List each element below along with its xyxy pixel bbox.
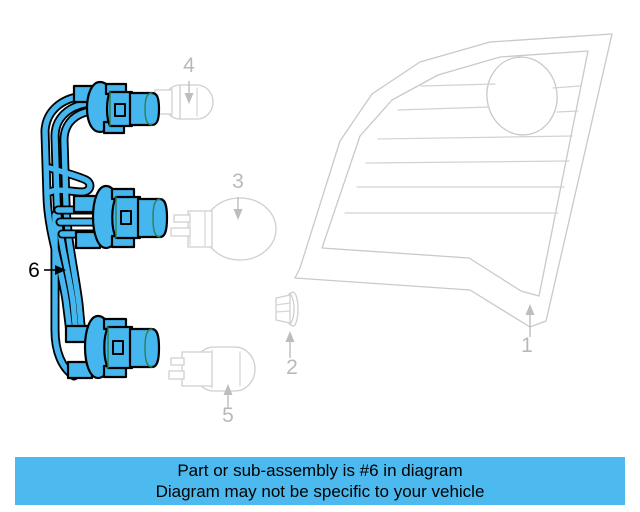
notice-banner: Part or sub-assembly is #6 in diagram Di… (15, 457, 625, 505)
large-bulb-envelope (203, 197, 277, 261)
leader-3 (233, 197, 243, 220)
notice-line-1: Part or sub-assembly is #6 in diagram (177, 461, 463, 480)
middle-bulb-socket (72, 184, 169, 250)
callout-number-3: 3 (232, 170, 244, 193)
large-bulb: 3 (170, 170, 277, 261)
callout-number-2: 2 (286, 356, 298, 379)
notice-line-2: Diagram may not be specific to your vehi… (155, 482, 485, 501)
callout-number-6: 6 (28, 259, 40, 282)
reverse-lamp-lens (486, 56, 558, 136)
callout-number-1: 1 (521, 334, 533, 357)
tail-lamp-housing: 1 (294, 33, 613, 357)
leader-5 (223, 384, 233, 408)
leader-1 (525, 304, 535, 337)
callout-number-4: 4 (183, 54, 195, 77)
leader-2 (285, 331, 295, 358)
callout-number-5: 5 (222, 404, 234, 427)
leader-6 (44, 265, 66, 275)
socket-grommet: 2 (275, 291, 299, 379)
lens-ribs (344, 83, 581, 214)
harness-middle-leads (53, 205, 101, 239)
leader-4 (184, 81, 194, 104)
medium-bulb: 5 (168, 346, 256, 427)
wiring-harness: 6 (28, 80, 169, 381)
upper-bulb-socket (72, 80, 161, 135)
lower-bulb-socket (64, 314, 161, 380)
